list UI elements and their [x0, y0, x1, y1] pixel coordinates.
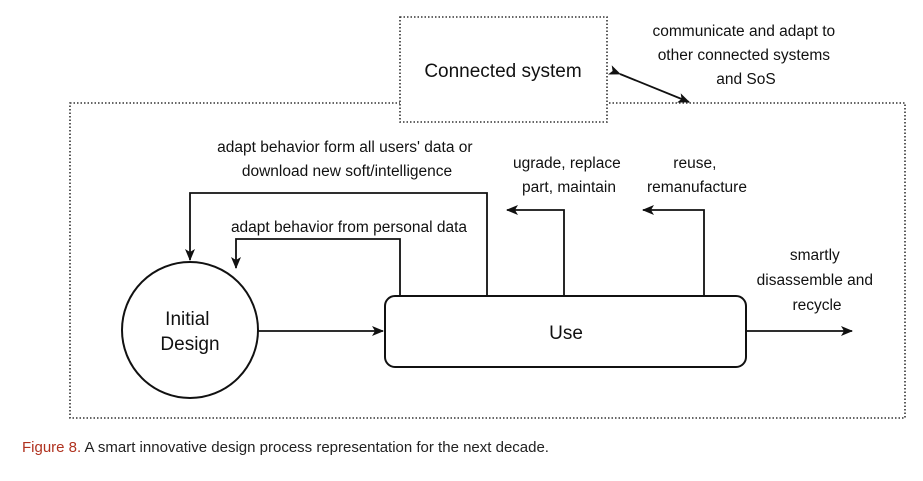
upgrade-label: ugrade, replace part, maintain — [513, 155, 625, 196]
communicate-arrow — [607, 65, 690, 103]
adapt-personal-label: adapt behavior from personal data — [231, 219, 467, 236]
use-label: Use — [549, 323, 583, 344]
connected-system-box — [399, 16, 608, 123]
adapt-personal-loop — [231, 238, 401, 296]
reuse-arrow — [642, 205, 705, 296]
adapt-all-users-label: adapt behavior form all users' data or d… — [217, 139, 477, 180]
communicate-label: communicate and adapt to other connected… — [653, 23, 840, 88]
figure-caption: Figure 8. A smart innovative design proc… — [22, 439, 549, 456]
recycle-label: smartly disassemble and recycle — [757, 247, 878, 314]
initial-design-node — [121, 261, 259, 399]
adapt-all-users-loop — [185, 192, 488, 296]
connected-system-label: Connected system — [424, 61, 581, 82]
figure-number: Figure 8. — [22, 439, 82, 456]
initial-design-label: Initial Design — [160, 309, 219, 355]
caption-text: A smart innovative design process repres… — [81, 439, 549, 456]
reuse-label: reuse, remanufacture — [647, 155, 747, 196]
upgrade-arrow — [506, 205, 565, 296]
